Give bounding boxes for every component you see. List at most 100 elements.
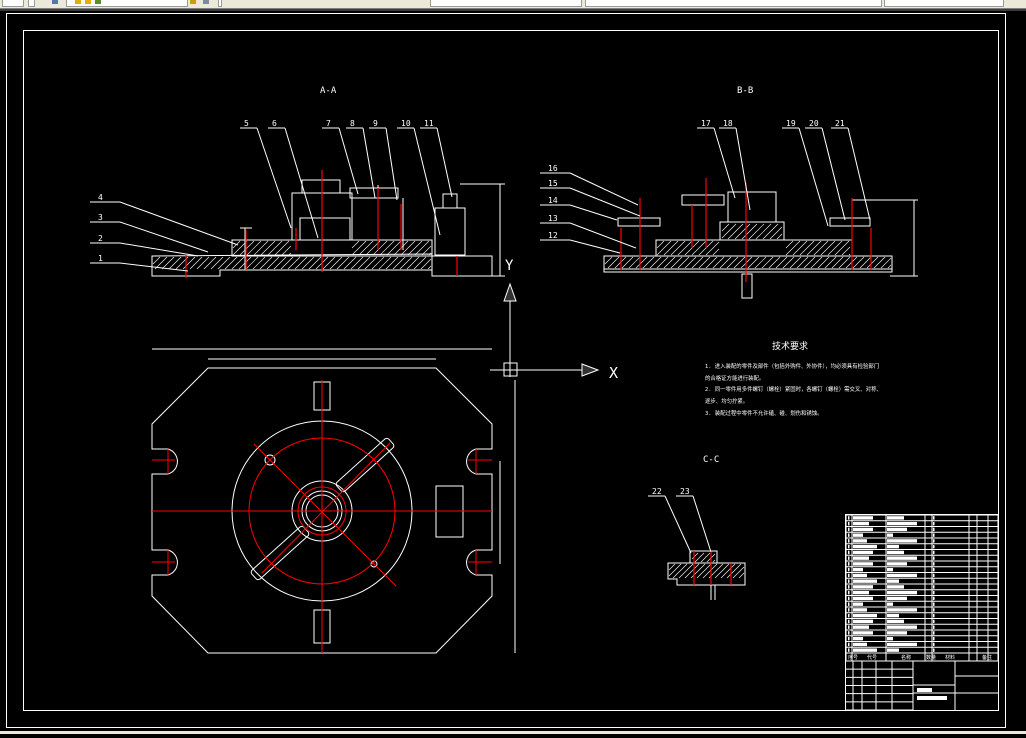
drawing-canvas[interactable]: A-A <box>0 11 1026 734</box>
bom-cell-text <box>853 608 867 612</box>
part-number-label: 10 <box>401 119 411 128</box>
plan-view[interactable] <box>151 348 516 654</box>
bom-cell-text <box>933 567 935 572</box>
end-block <box>431 255 493 277</box>
bom-header-label: 序号 <box>848 654 858 661</box>
bom-cell-text <box>887 527 907 532</box>
layer-previous-icon[interactable] <box>203 0 209 4</box>
part-number-label: 1 <box>98 254 103 263</box>
toolbar-button-layer[interactable] <box>2 0 24 7</box>
bom-cell-text <box>853 521 869 526</box>
bom-cell-text <box>933 602 935 606</box>
bom-cell-text <box>848 521 850 526</box>
toolbar-divider <box>0 9 1026 11</box>
bom-cell-text <box>853 573 867 578</box>
part-number-label: 9 <box>373 119 378 128</box>
fixture-base <box>299 217 351 241</box>
part-number-label: 16 <box>548 164 558 173</box>
section-bb-label: B-B <box>737 86 753 96</box>
part-number-label: 15 <box>548 179 558 188</box>
hole <box>370 560 378 568</box>
bom-cell-text <box>887 544 899 549</box>
bom-cell-text <box>887 596 907 601</box>
ucs-x-label: X <box>609 364 618 382</box>
bom-cell-text <box>848 527 850 532</box>
bom-cell-text <box>887 579 899 583</box>
linetype-dropdown[interactable] <box>585 0 882 7</box>
color-dropdown[interactable] <box>430 0 582 7</box>
bom-cell-text <box>933 631 935 635</box>
bom-cell-text <box>848 550 850 555</box>
bom-cell-text <box>853 550 873 555</box>
title-block[interactable]: 序号代号名称数量材料备注 <box>845 514 999 711</box>
bom-cell-text <box>887 625 917 629</box>
bom-cell-text <box>933 590 935 595</box>
layer-state-icon[interactable] <box>52 0 58 4</box>
bom-cell-text <box>853 544 877 549</box>
bom-cell-text <box>848 602 850 606</box>
bom-cell-text <box>933 562 935 566</box>
bom-cell-text <box>848 631 850 635</box>
bom-cell-text <box>887 556 917 560</box>
layer-dropdown[interactable] <box>66 0 188 7</box>
make-current-icon[interactable] <box>190 0 196 4</box>
toolbar-grip[interactable] <box>28 0 35 7</box>
bom-cell-text <box>887 631 907 635</box>
layer-color-icon <box>95 0 101 4</box>
bom-cell-text <box>853 533 863 537</box>
y-axis-label: Y <box>505 258 514 274</box>
part-number-label: 7 <box>326 119 331 128</box>
bom-cell-text <box>848 533 850 537</box>
bom-cell-text <box>933 544 935 549</box>
bom-cell-text <box>933 619 935 624</box>
bom-cell-text <box>933 613 935 618</box>
bom-cell-text <box>853 648 877 652</box>
bom-cell-text <box>853 527 873 532</box>
bom-cell-text <box>853 613 877 618</box>
cad-drawing[interactable]: A-A <box>0 11 1026 734</box>
base-plate-outline <box>151 367 493 654</box>
outer-frame <box>6 13 1006 728</box>
bom-cell-text <box>887 539 917 543</box>
part-number-label: 20 <box>809 119 819 128</box>
bom-cell-text <box>848 613 850 618</box>
bom-cell-text <box>848 539 850 543</box>
ucs-icon: X <box>490 282 618 382</box>
diagonal-centerline <box>253 443 397 587</box>
bom-cell-text <box>853 602 863 606</box>
bom-cell-text <box>887 562 907 566</box>
bom-cell-text <box>933 573 935 578</box>
bom-header-label: 代号 <box>867 654 877 661</box>
bom-cell-text <box>933 608 935 612</box>
status-bar <box>0 731 1026 734</box>
bom-header-label: 数量 <box>926 654 936 661</box>
bom-cell-text <box>853 619 873 624</box>
clamp-arm-left <box>617 217 661 227</box>
lineweight-dropdown[interactable] <box>884 0 1004 7</box>
bom-cell-text <box>848 625 850 629</box>
bom-cell-text <box>848 642 850 647</box>
bom-cell-text <box>853 539 867 543</box>
clamp-arm <box>349 187 399 199</box>
work-holder <box>727 191 777 223</box>
part-number-label: 22 <box>652 487 662 496</box>
base-bottom <box>603 268 893 273</box>
part-number-label: 12 <box>548 231 558 240</box>
bom-cell-text <box>848 619 850 624</box>
diagonal-centerline <box>261 442 391 574</box>
part-number-label: 19 <box>786 119 796 128</box>
bom-cell-text <box>933 579 935 583</box>
bom-cell-text <box>887 642 917 647</box>
bom-cell-text <box>848 573 850 578</box>
layer-lock-icon <box>85 0 91 4</box>
section-aa-view[interactable]: A-A <box>90 86 514 278</box>
bom-cell-text <box>848 608 850 612</box>
toolbar-grip[interactable] <box>218 0 222 7</box>
bom-cell-text <box>848 567 850 572</box>
bom-header-label: 材料 <box>945 654 955 661</box>
section-aa-label: A-A <box>320 86 337 96</box>
part-number-label: 8 <box>350 119 355 128</box>
bom-cell-text <box>853 590 869 595</box>
